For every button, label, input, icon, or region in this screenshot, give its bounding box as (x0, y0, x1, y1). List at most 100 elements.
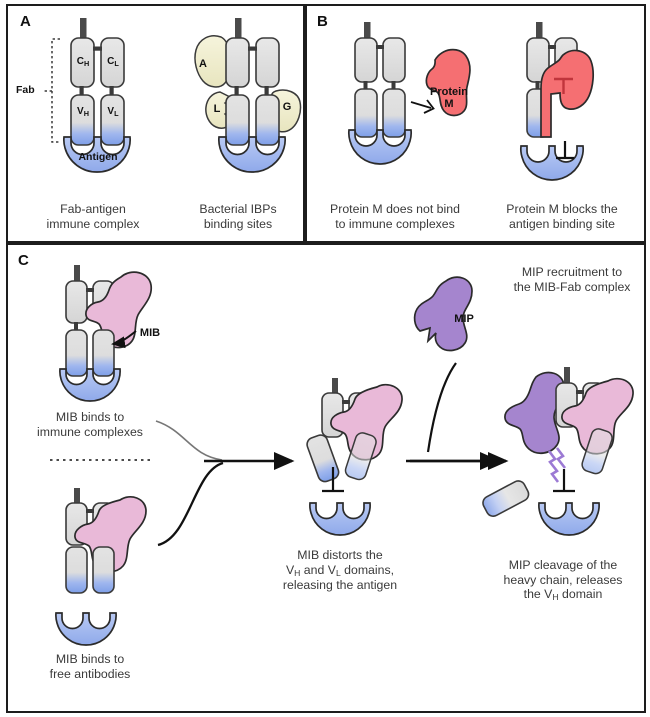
immune-complex-no-binding (347, 22, 471, 165)
domain-vh-c3-distorted-group (306, 434, 340, 483)
linker-h-b2 (535, 81, 540, 91)
c-middle-group (306, 378, 403, 536)
domain-ch-ibp (225, 37, 250, 88)
domain-vh-b1 (354, 88, 378, 138)
domain-vl-c4-group (581, 428, 613, 475)
merge-curve-top (155, 420, 223, 461)
domain-vl-ibp (255, 94, 280, 146)
domain-vl-c2 (92, 546, 115, 594)
fab-antigen-complex (44, 18, 132, 173)
hinge-stalk (80, 18, 87, 40)
chain-connector-c1 (86, 288, 94, 292)
domain-vl-c4 (581, 428, 613, 475)
domain-label-vl: VL (107, 106, 119, 118)
c-top-left-group (59, 265, 153, 402)
domain-vl-c3-distorted-group (344, 432, 377, 481)
linker-heavy (79, 86, 84, 97)
hinge-stalk-ibp (235, 18, 242, 40)
domain-vh-ibp (225, 94, 250, 146)
mib-binding-arrow (111, 330, 137, 349)
hinge-stalk-c1 (74, 265, 80, 283)
antigen-shape (62, 136, 132, 173)
protein-m-blob-free (425, 48, 471, 117)
released-vh-fragment (482, 480, 530, 517)
released-vh-fragment-group (482, 480, 530, 517)
linker-light-ibp (264, 86, 269, 97)
antigen-shape-ibp (217, 136, 287, 173)
chain-connector-top (93, 46, 102, 51)
mib-blob-c3 (330, 383, 403, 461)
chain-connector-b1 (376, 45, 384, 49)
domain-label-vh: VH (77, 106, 89, 118)
antigen-shape-c2-free (55, 612, 117, 646)
antigen-shape-b1 (347, 129, 413, 165)
domain-vh-c1 (65, 329, 88, 377)
mib-blob-c4 (561, 377, 634, 455)
panel-a-letter: A (20, 13, 31, 30)
antigen-shape-b2-detached (519, 145, 585, 181)
release-tee-c3 (322, 467, 344, 493)
chain-connector-c2 (86, 509, 94, 513)
hinge-stalk-c2 (74, 488, 80, 506)
protein-m-blob-bound (540, 49, 595, 138)
release-tee-c4 (553, 469, 575, 493)
caption-c-top-left: MIB binds to immune complexes (37, 410, 143, 439)
domain-vl (100, 94, 125, 146)
protein-m-blocking-complex (519, 22, 595, 181)
caption-c-middle-l1: MIB distorts the (297, 548, 383, 562)
antigen-shape-c1 (59, 368, 121, 402)
caption-b-left: Protein M does not bind to immune comple… (330, 202, 460, 231)
domain-vl-c1 (92, 329, 115, 377)
caption-a-left: Fab-antigen immune complex (46, 202, 140, 231)
antigen-label: Antigen (78, 151, 118, 163)
linker-heavy-ibp (234, 86, 239, 97)
no-binding-indicator (410, 99, 435, 114)
protein-m-internal-tee (554, 77, 573, 94)
fab-bracket-label: Fab (16, 84, 35, 96)
caption-c-rb-l1: MIP cleavage of the (508, 558, 618, 572)
domain-vh (70, 94, 95, 146)
linker-h-b1 (363, 81, 368, 91)
merge-curve-bottom (157, 461, 224, 547)
hinge-stalk-b2 (536, 22, 543, 40)
domain-vh-c3-distorted (306, 434, 340, 483)
caption-b-right: Protein M blocks the antigen binding sit… (506, 202, 618, 231)
hinge-stalk-c4 (564, 367, 570, 385)
hinge-stalk-c3 (332, 378, 338, 395)
chain-connector-top-ibp (248, 46, 257, 51)
chain-connector-c4 (576, 390, 584, 394)
panel-c: C (6, 243, 646, 713)
c-right-group (410, 276, 634, 536)
bacterial-ibp-complex (194, 18, 302, 173)
domain-vl-c3-distorted (344, 432, 377, 481)
hinge-stalk-b1 (364, 22, 371, 40)
chain-connector-b2 (548, 45, 556, 49)
blocking-tee-b2 (556, 141, 574, 160)
panel-a: A (6, 4, 305, 243)
caption-c-rb-l2: heavy chain, releases (503, 572, 623, 587)
ibp-blob-a (194, 35, 231, 88)
mip-blob-bound (504, 371, 565, 455)
domain-cl-ibp (255, 37, 280, 88)
panel-c-letter: C (18, 252, 29, 269)
domain-vh-c2 (65, 546, 88, 594)
fab-bracket (51, 38, 60, 143)
merge-arrows (155, 420, 295, 547)
linker-l-b1 (391, 81, 396, 91)
c-bottom-left-group (55, 488, 147, 646)
antigen-shape-c4-free (538, 502, 600, 536)
panel-b: B (305, 4, 646, 243)
domain-label-ch: CH (76, 56, 90, 68)
mip-blob-free (413, 276, 473, 352)
domain-label-cl: CL (107, 56, 119, 68)
panel-a-graphic (44, 18, 302, 173)
caption-a-right: Bacterial IBPs binding sites (199, 202, 277, 231)
chain-connector-c3 (342, 400, 350, 404)
caption-c-bottom-left: MIB binds to free antibodies (49, 652, 131, 681)
domain-ch-b1 (354, 37, 378, 83)
linker-h-c1 (74, 322, 78, 332)
linker-light (109, 86, 114, 97)
panel-c-graphic (50, 265, 634, 646)
